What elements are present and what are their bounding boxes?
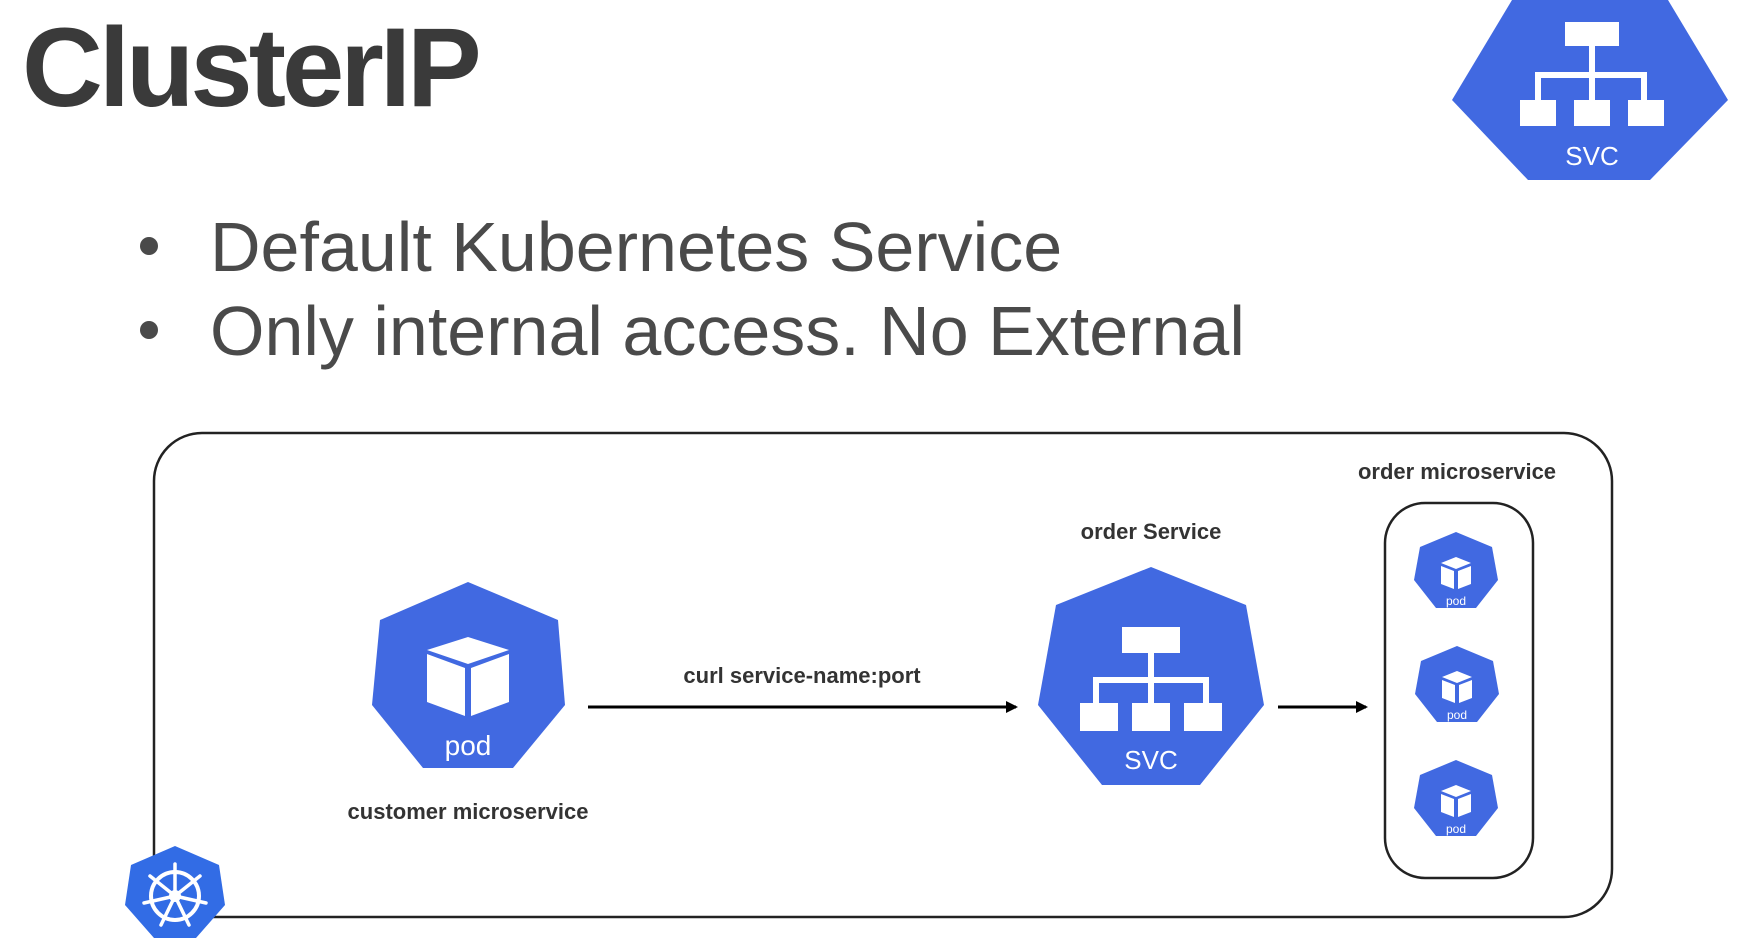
order-pods-group [1383, 501, 1535, 880]
pod-icon: pod [1414, 760, 1498, 836]
pod-icon: pod [1415, 646, 1499, 722]
bullet-item: Only internal access. No External [140, 289, 1245, 373]
bullet-dot [140, 237, 158, 255]
bullet-list: Default Kubernetes Service Only internal… [140, 205, 1245, 373]
kubernetes-wheel-icon [125, 846, 225, 938]
order-service-label: order Service [1081, 519, 1222, 544]
bullet-text: Default Kubernetes Service [210, 208, 1063, 286]
svc-icon-label: SVC [1124, 745, 1177, 775]
customer-microservice-label: customer microservice [348, 799, 589, 824]
bullet-dot [140, 321, 158, 339]
pod-icon-label: pod [1447, 708, 1467, 722]
svc-icon: SVC [1038, 567, 1264, 785]
page-title: ClusterIP [22, 5, 482, 130]
pod-icon-label: pod [1446, 822, 1466, 836]
svc-icon-label: SVC [1565, 141, 1618, 171]
pod-icon: pod [1414, 532, 1498, 608]
bullet-text: Only internal access. No External [210, 292, 1245, 370]
arrow-label: curl service-name:port [683, 663, 921, 688]
cluster-boundary [152, 431, 1614, 919]
order-microservice-label: order microservice [1358, 459, 1556, 484]
pod-icon-label: pod [445, 730, 492, 761]
svc-icon: SVC [1452, 0, 1728, 180]
pod-icon-label: pod [1446, 594, 1466, 608]
bullet-item: Default Kubernetes Service [140, 205, 1245, 289]
pod-icon: pod [372, 582, 565, 768]
